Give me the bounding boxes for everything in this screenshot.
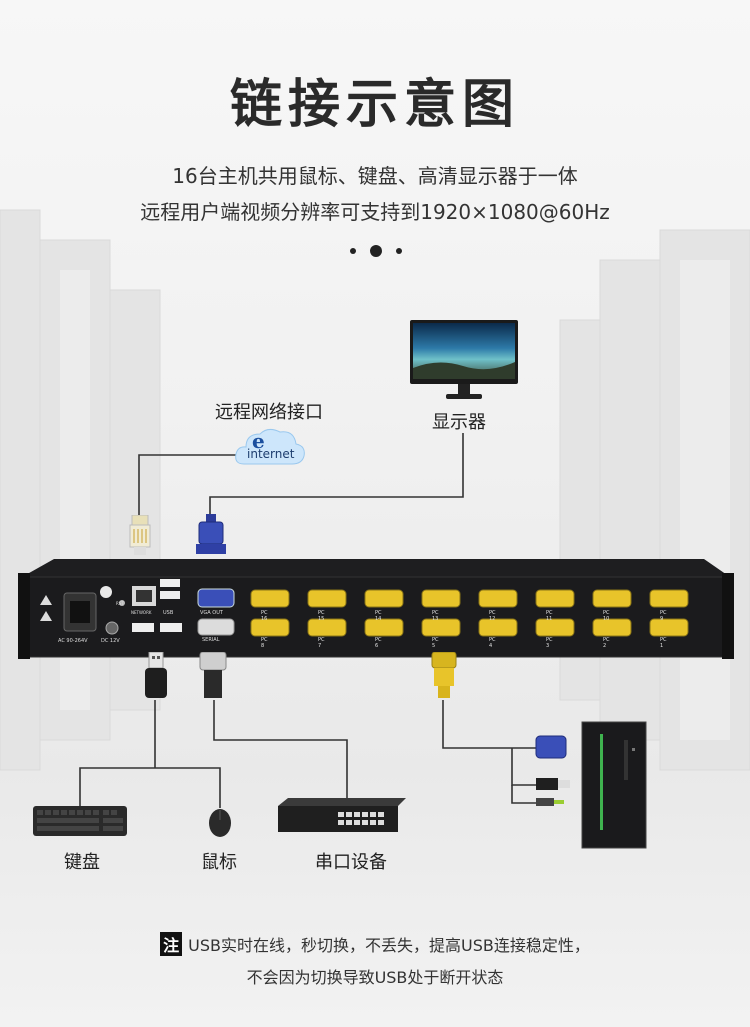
vga-port-pc-13: [421, 589, 461, 608]
vga-port-pc-9: [649, 589, 689, 608]
keyboard-label: 键盘: [64, 852, 100, 873]
svg-text:e: e: [252, 429, 265, 453]
note-text-1: USB实时在线，秒切换，不丢失，提高USB连接稳定性，: [188, 936, 590, 955]
mouse-label: 鼠标: [201, 852, 237, 873]
port-label-pc-9: PC 9: [660, 610, 667, 622]
port-label-pc-10: PC 10: [603, 610, 610, 622]
keyboard-icon: [33, 806, 127, 836]
serial-device-icon: [278, 798, 406, 832]
vga-port-pc-6: [364, 618, 404, 637]
port-label-pc-7: PC 7: [318, 637, 325, 649]
pc-vga-connector-icon: [535, 735, 567, 759]
pc-tower-icon: [581, 721, 647, 849]
port-label-pc-16: PC 16: [261, 610, 268, 622]
mouse-icon: [209, 809, 231, 837]
vga-out-label: VGA OUT: [200, 610, 223, 616]
note-line-1: 注 USB实时在线，秒切换，不丢失，提高USB连接稳定性，: [0, 932, 750, 956]
network-port-label: NETWORK: [131, 610, 152, 615]
usb-port-label: USB: [163, 610, 174, 616]
keyboard-mouse-line: [79, 767, 221, 830]
vga-port-pc-5: [421, 618, 461, 637]
port-label-pc-14: PC 14: [375, 610, 382, 622]
vga-port-pc-7: [307, 618, 347, 637]
port-label-pc-8: PC 8: [261, 637, 268, 649]
vga-port-pc-12: [478, 589, 518, 608]
vga-port-pc-2: [592, 618, 632, 637]
monitor-icon: [410, 320, 518, 399]
vga-port-pc-14: [364, 589, 404, 608]
serial-line: [213, 700, 348, 800]
serial-connector-icon: [199, 652, 227, 698]
internet-cloud-icon: e: [235, 428, 305, 465]
port-label-pc-2: PC 2: [603, 637, 610, 649]
page-title: 链接示意图: [229, 75, 520, 135]
port-label-pc-6: PC 6: [375, 637, 382, 649]
note-badge: 注: [160, 932, 183, 956]
pc-audio-line: [511, 785, 540, 804]
serial-device-label: 串口设备: [315, 852, 387, 873]
port-label-pc-15: PC 15: [318, 610, 325, 622]
port-label-pc-1: PC 1: [660, 637, 667, 649]
dc-label: DC 12V: [101, 638, 120, 644]
internet-label: internet: [247, 447, 295, 461]
kvm-switch-device: [18, 559, 734, 659]
vga-port-pc-16: [250, 589, 290, 608]
pc-audio-connector-icon: [536, 798, 554, 806]
port-label-pc-12: PC 12: [489, 610, 496, 622]
vga-port-pc-4: [478, 618, 518, 637]
vga-yellow-connector-icon: [431, 652, 457, 698]
serial-port-label: SERIAL: [202, 637, 220, 643]
vga-port-pc-11: [535, 589, 575, 608]
pc-cable-connectors: [535, 735, 570, 806]
power-label: AC 90-264V: [58, 638, 88, 644]
port-label-pc-5: PC 5: [432, 637, 439, 649]
pc-usb-connector-icon: [536, 778, 558, 790]
vga-port-pc-10: [592, 589, 632, 608]
subtitle-line-2: 远程用户端视频分辨率可支持到1920×1080@60Hz: [140, 200, 610, 224]
rj45-connector-icon: [129, 515, 151, 555]
subtitle-line-1: 16台主机共用鼠标、键盘、高清显示器于一体: [172, 164, 578, 188]
vga-port-pc-1: [649, 618, 689, 637]
rst-label: RST: [116, 601, 124, 606]
port-label-pc-13: PC 13: [432, 610, 439, 622]
usb-connector-icon: [145, 652, 167, 698]
port-label-pc-3: PC 3: [546, 637, 553, 649]
vga-cable-icon: [196, 514, 226, 554]
monitor-line: [209, 433, 464, 520]
remote-network-label: 远程网络接口: [215, 402, 323, 423]
port-label-pc-4: PC 4: [489, 637, 496, 649]
note-line-2: 不会因为切换导致USB处于断开状态: [246, 968, 504, 987]
vga-port-pc-15: [307, 589, 347, 608]
network-line: [138, 454, 245, 520]
vga-port-pc-3: [535, 618, 575, 637]
port-label-pc-11: PC 11: [546, 610, 553, 622]
pc-vga-line: [442, 700, 540, 749]
monitor-label: 显示器: [432, 412, 486, 433]
dots-divider: [350, 245, 402, 257]
vga-port-pc-8: [250, 618, 290, 637]
